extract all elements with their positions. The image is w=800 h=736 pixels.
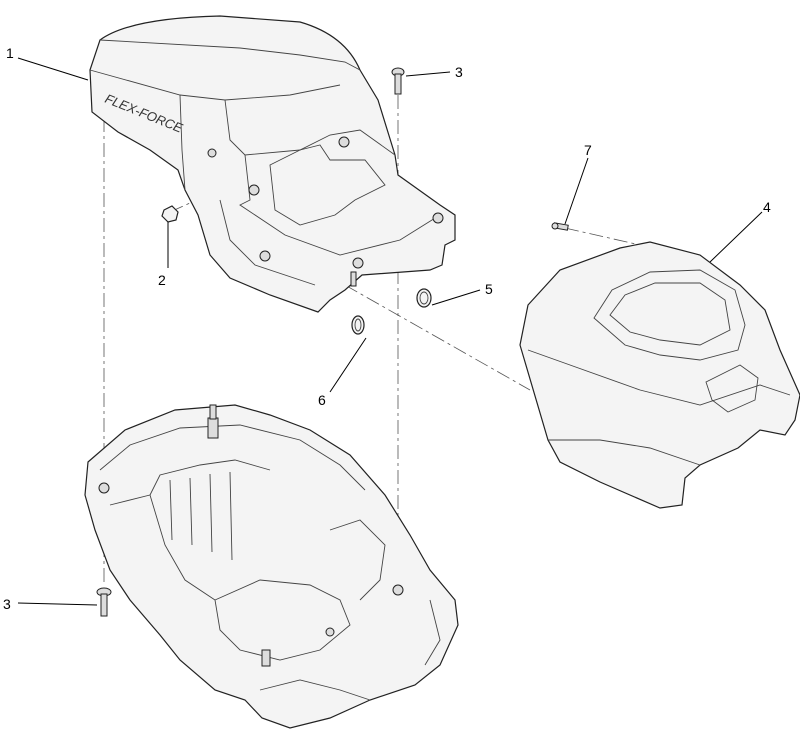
clip-body <box>416 288 432 308</box>
housing-fins <box>169 471 233 561</box>
screw-head <box>338 136 350 148</box>
cover-window-inner <box>609 282 731 346</box>
cover-crease <box>527 349 791 406</box>
upper-shroud: FLEX-FORCE <box>89 15 456 313</box>
housing-post <box>261 649 271 667</box>
screw-shank <box>100 593 108 617</box>
screw-head <box>207 148 217 158</box>
shroud-opening-lower <box>239 154 441 256</box>
lower-housing <box>84 404 459 729</box>
leader-3b <box>17 602 98 606</box>
leader-lines <box>17 57 763 606</box>
housing-wall-right <box>329 519 386 601</box>
cover-window-outer <box>593 269 746 361</box>
shroud-screws <box>207 136 444 287</box>
front-cover-body <box>519 241 800 509</box>
leader-4 <box>709 211 763 263</box>
housing-wall-left <box>109 494 216 601</box>
callout-7: 7 <box>584 142 592 158</box>
stud <box>350 271 357 287</box>
part-3-screw-top <box>391 67 405 95</box>
part-7-screw <box>551 222 569 231</box>
shroud-crease-top <box>99 39 361 71</box>
housing-ribs <box>149 459 271 496</box>
part-4-front-cover <box>519 241 800 509</box>
housing-boss <box>325 627 335 637</box>
screw-head <box>551 222 559 230</box>
leader-6 <box>329 337 367 393</box>
callout-3-bottom: 3 <box>3 596 11 612</box>
screw-head <box>259 250 271 262</box>
shroud-inner-recess <box>269 144 386 226</box>
callout-5: 5 <box>485 281 493 297</box>
screw-head <box>248 184 260 196</box>
shroud-lower-edge <box>219 199 316 286</box>
part-3-screw-bottom <box>96 587 112 617</box>
leader-1 <box>17 57 89 81</box>
screw-head <box>432 212 444 224</box>
leader-7 <box>564 157 589 225</box>
housing-boss-right <box>392 584 404 596</box>
plug-shape <box>161 205 179 223</box>
housing-stud-thread <box>209 404 217 420</box>
screw-head <box>352 257 364 269</box>
callout-4: 4 <box>763 199 771 215</box>
callout-1: 1 <box>6 45 14 61</box>
housing-boss-left <box>98 482 110 494</box>
housing-floor-opening <box>214 579 351 661</box>
lower-housing-body <box>84 404 459 729</box>
leader-5 <box>431 289 481 306</box>
housing-stud <box>207 417 219 439</box>
callout-3-top: 3 <box>455 64 463 80</box>
part-6-clip <box>351 315 365 335</box>
housing-right-flange <box>424 599 441 666</box>
leader-3a <box>405 71 451 77</box>
centerline-screw-7 <box>564 227 641 246</box>
cover-handle-opening <box>705 364 759 413</box>
callout-6: 6 <box>318 392 326 408</box>
housing-bottom-tab <box>259 679 371 701</box>
part-5-clip <box>416 288 432 308</box>
part-2-plug <box>161 205 179 223</box>
shroud-crease-side <box>179 94 186 191</box>
screw-shank <box>394 73 402 95</box>
callout-2: 2 <box>158 272 166 288</box>
cover-lower-edge <box>548 439 701 466</box>
clip-body <box>351 315 365 335</box>
centerline-cover <box>344 284 531 391</box>
housing-rim <box>99 424 366 491</box>
callout-labels: 1 2 3 3 4 5 6 7 <box>3 45 771 612</box>
